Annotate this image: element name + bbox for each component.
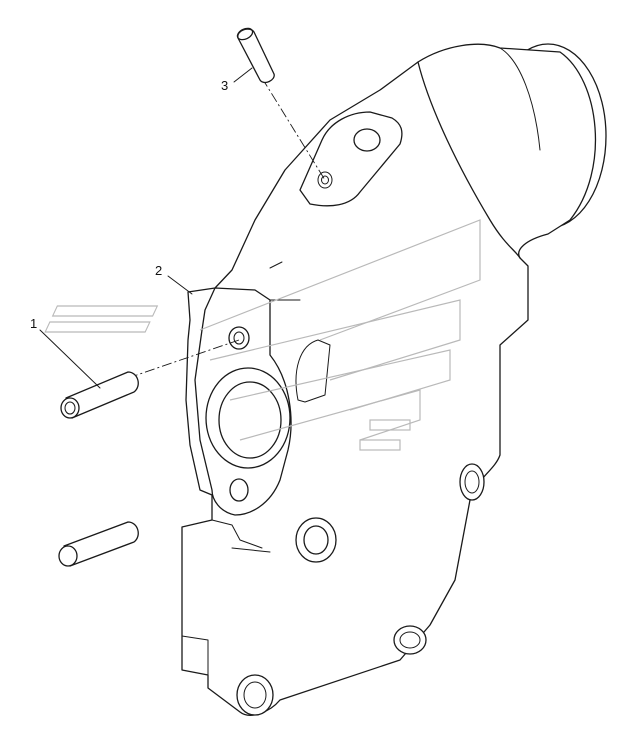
callout-1: 1 [30, 316, 101, 389]
callout-2: 2 [155, 263, 193, 295]
dowel-pin-3 [236, 27, 275, 84]
callout-label-3: 3 [221, 78, 228, 93]
dowel-pin-1 [60, 371, 139, 419]
callout-label-1: 1 [30, 316, 37, 331]
assembly-centerlines [127, 77, 326, 379]
callout-label-2: 2 [155, 263, 162, 278]
watermark-logo [44, 219, 481, 451]
gear-housing-cover [181, 43, 607, 716]
callout-3: 3 [221, 67, 253, 93]
dowel-pin-lower [58, 521, 139, 567]
